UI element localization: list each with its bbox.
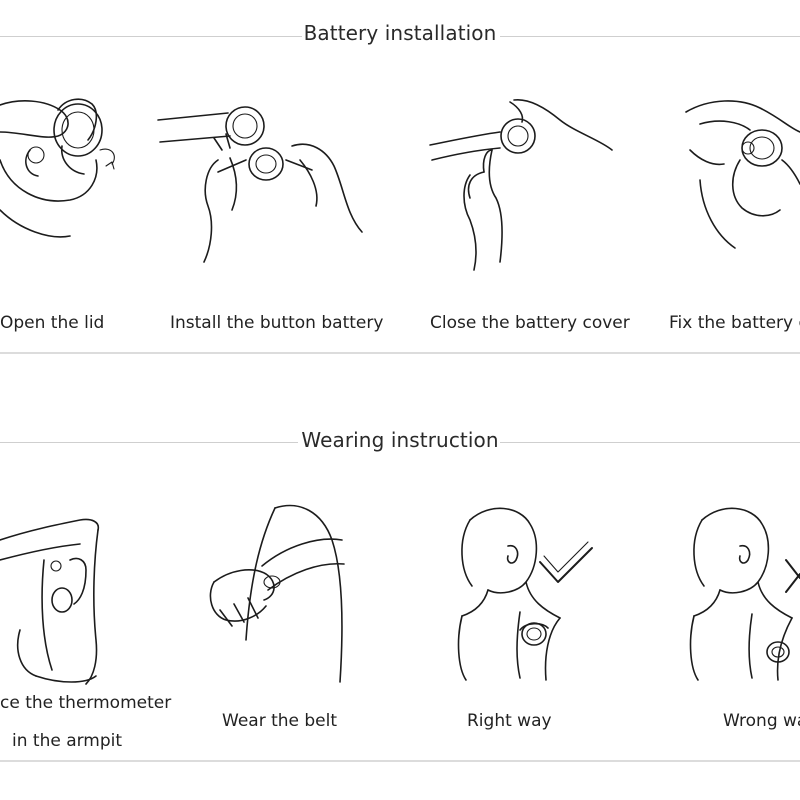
step-caption-armpit-line1: ce the thermometer xyxy=(0,693,172,713)
fix-cover-illustration xyxy=(685,100,800,249)
section-divider-1 xyxy=(0,352,800,354)
open-lid-illustration xyxy=(0,98,115,238)
step-caption-wrong-way: Wrong wa xyxy=(723,711,800,731)
wrong-way-illustration xyxy=(689,507,793,681)
close-cover-illustration xyxy=(429,99,613,271)
battery-section-title: Battery installation xyxy=(303,21,497,45)
step-caption-right-way: Right way xyxy=(467,711,552,731)
right-way-illustration xyxy=(457,507,561,681)
step-caption-open-lid: Open the lid xyxy=(0,313,105,333)
wearing-title-rule-right xyxy=(500,442,800,443)
wearing-title-rule-left xyxy=(0,442,298,443)
step-caption-fix-cover: Fix the battery c xyxy=(669,313,800,333)
wear-belt-illustration xyxy=(209,504,345,683)
step-caption-armpit-line2: in the armpit xyxy=(12,731,123,751)
wearing-section-title: Wearing instruction xyxy=(301,428,499,452)
step-caption-install-battery: Install the button battery xyxy=(170,313,384,333)
check-mark xyxy=(539,541,593,583)
install-battery-illustration xyxy=(157,106,363,263)
section-divider-2 xyxy=(0,760,800,762)
step-caption-close-cover: Close the battery cover xyxy=(430,313,630,333)
cross-mark xyxy=(785,559,800,593)
battery-title-rule-right xyxy=(500,36,800,37)
armpit-placement-illustration xyxy=(0,518,100,685)
step-caption-wear-belt: Wear the belt xyxy=(222,711,338,731)
battery-title-rule-left xyxy=(0,36,302,37)
